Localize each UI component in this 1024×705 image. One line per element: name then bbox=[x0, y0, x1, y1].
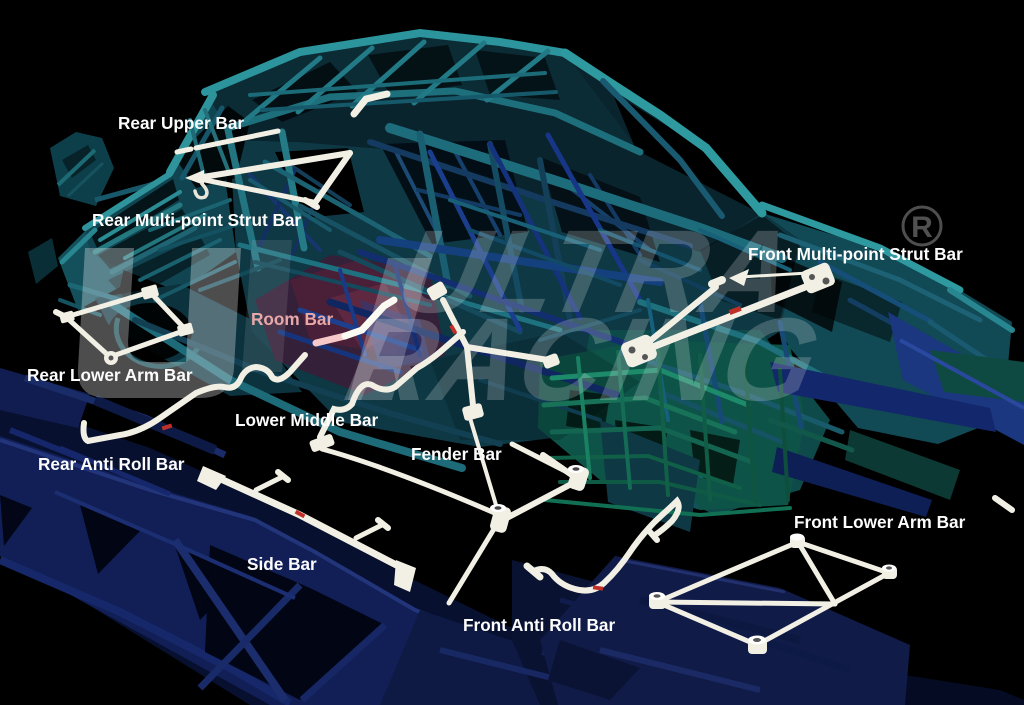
svg-text:Side Bar: Side Bar bbox=[247, 554, 317, 574]
svg-text:Rear Anti Roll Bar: Rear Anti Roll Bar bbox=[38, 454, 185, 474]
svg-text:Front Lower Arm Bar: Front Lower Arm Bar bbox=[794, 512, 966, 532]
svg-text:R: R bbox=[911, 211, 933, 244]
svg-text:RACING: RACING bbox=[337, 294, 830, 426]
svg-text:Rear Lower Arm Bar: Rear Lower Arm Bar bbox=[27, 365, 193, 385]
svg-text:Front Multi-point Strut Bar: Front Multi-point Strut Bar bbox=[748, 244, 963, 264]
svg-text:Fender Bar: Fender Bar bbox=[411, 444, 502, 464]
svg-text:Room Bar: Room Bar bbox=[251, 309, 333, 329]
svg-text:Rear Multi-point Strut Bar: Rear Multi-point Strut Bar bbox=[92, 210, 301, 230]
svg-text:Rear Upper Bar: Rear Upper Bar bbox=[118, 113, 244, 133]
svg-text:Front Anti Roll Bar: Front Anti Roll Bar bbox=[463, 615, 615, 635]
svg-text:Lower Middle Bar: Lower Middle Bar bbox=[235, 410, 379, 430]
